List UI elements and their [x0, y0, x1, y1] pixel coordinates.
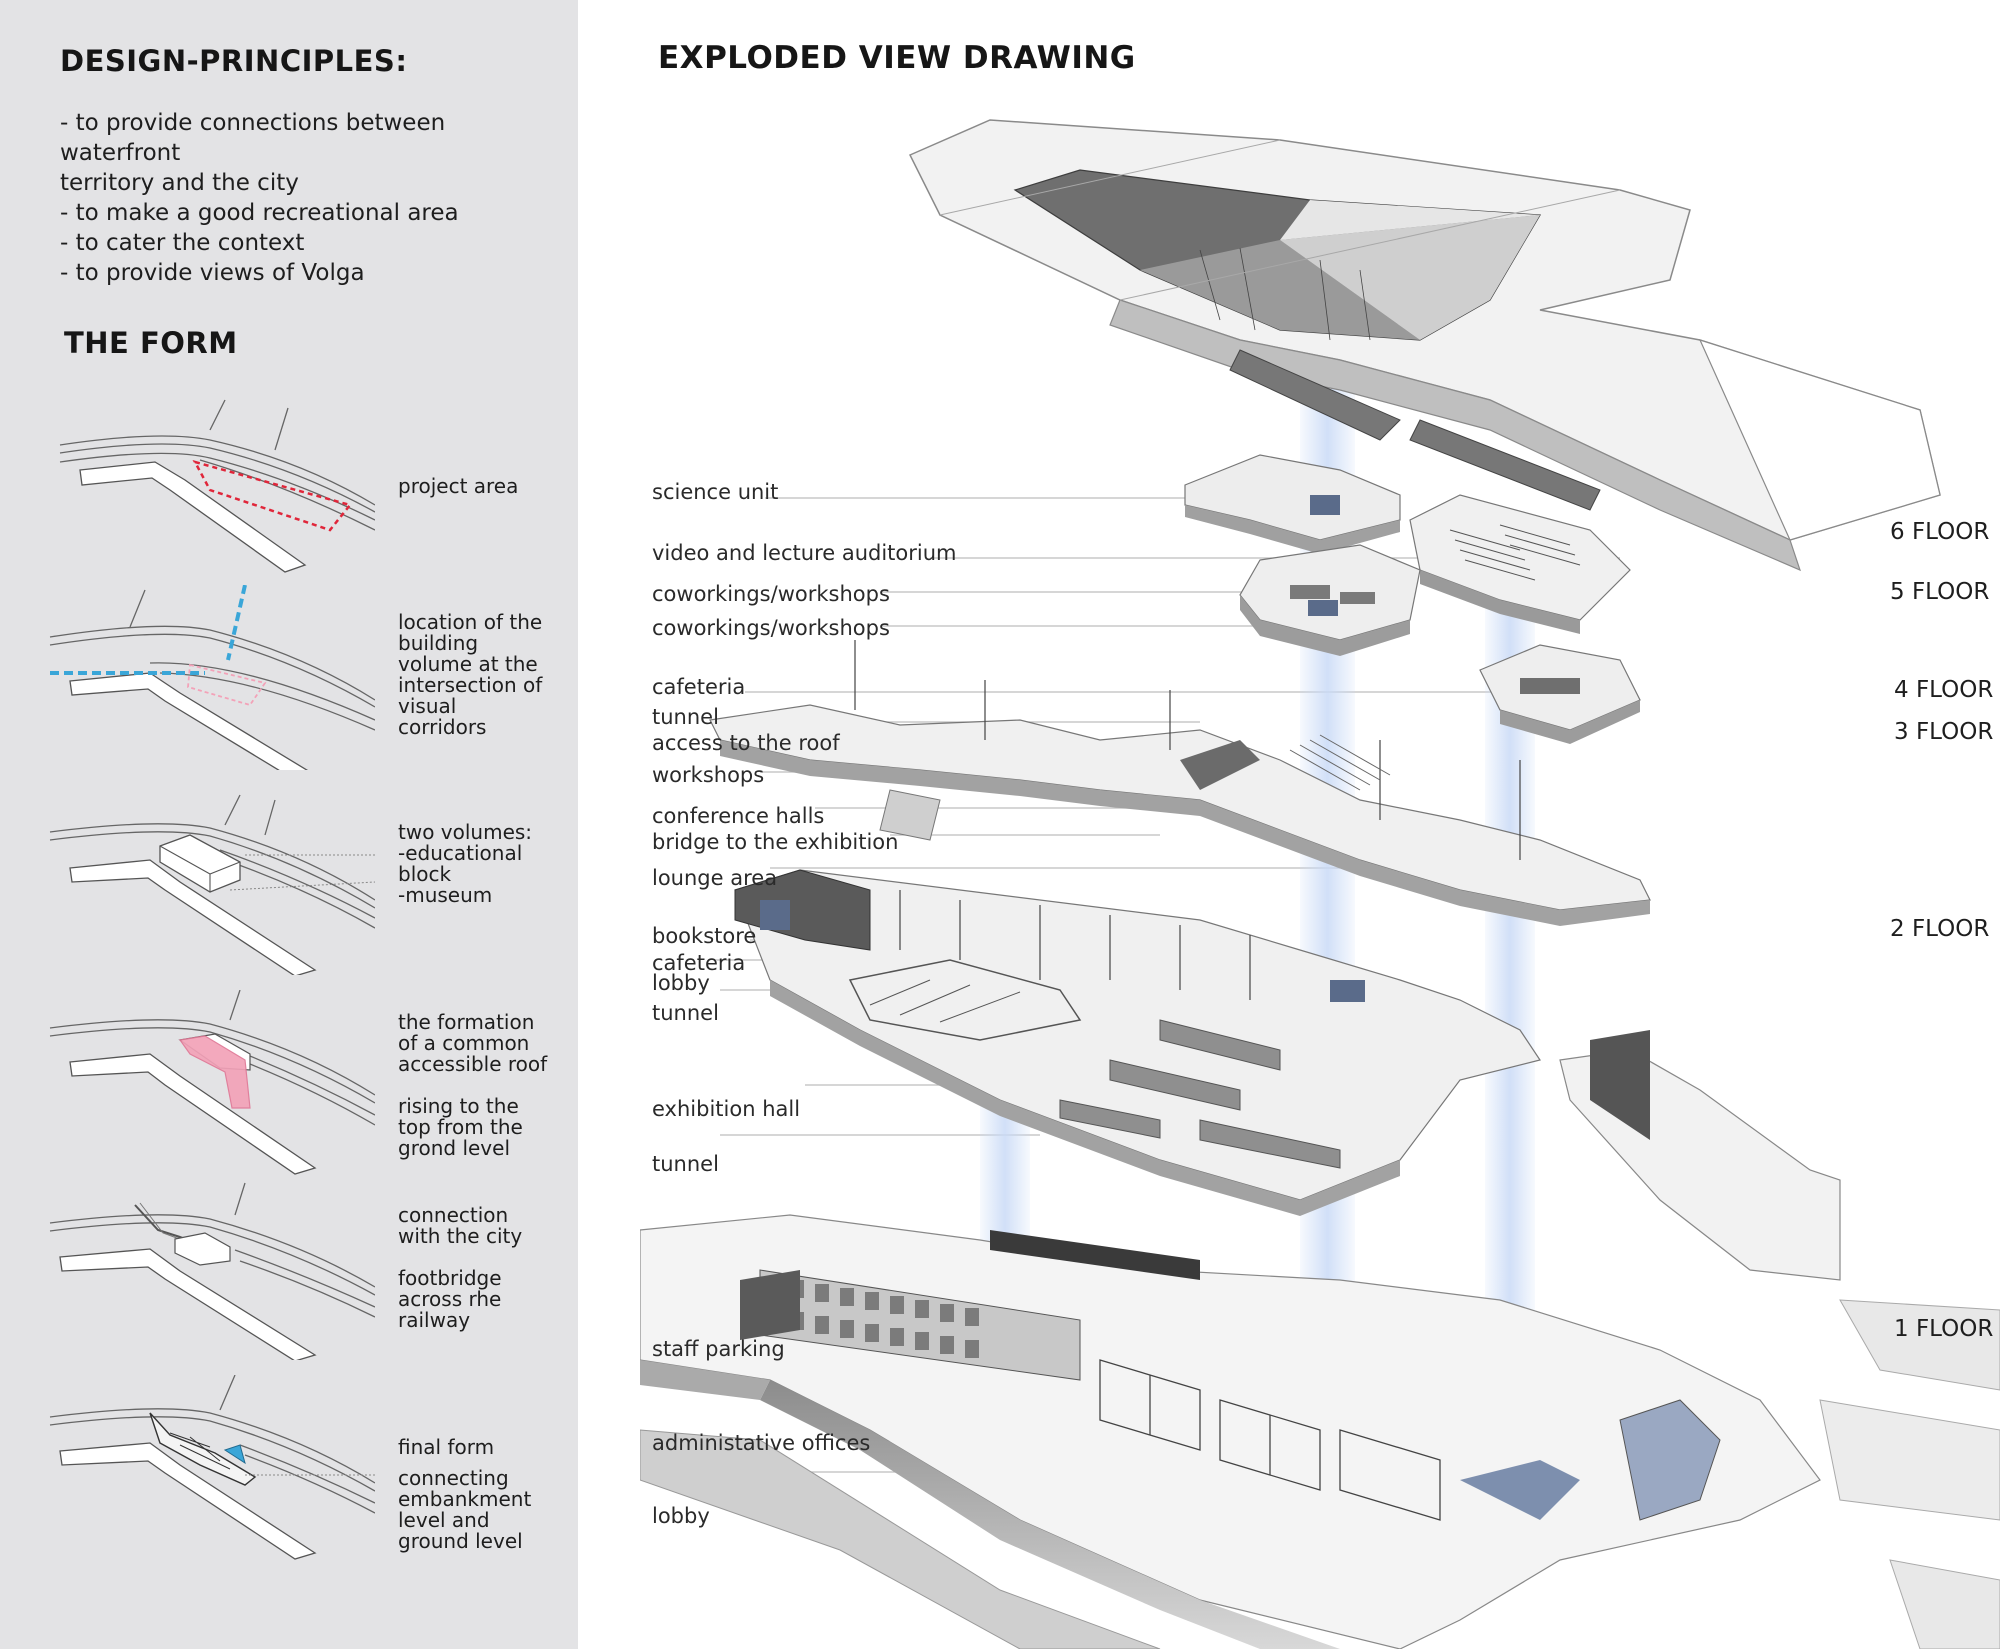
floor-6-slab — [1184, 454, 1631, 634]
callout-label: video and lecture auditorium — [652, 541, 957, 565]
callout-label: coworkings/workshops — [652, 616, 890, 640]
callout-label: workshops — [652, 763, 765, 787]
callout-label: staff parking — [652, 1337, 785, 1361]
diagram-visual-corridors — [49, 585, 375, 770]
step-text: project area — [398, 474, 519, 498]
step-text: embankment — [398, 1487, 532, 1511]
step-text: intersection of — [398, 673, 543, 697]
step-text: level and — [398, 1508, 490, 1532]
step-text: final form — [398, 1435, 495, 1459]
step-label-project-area: project area — [398, 476, 573, 497]
callout-label: lounge area — [652, 866, 778, 890]
diagram-final-form — [49, 1375, 375, 1560]
floor-4-slab — [1479, 644, 1641, 744]
callout-label: lobby — [652, 971, 710, 995]
step-text: rising to the — [398, 1094, 519, 1118]
floor-label-4: 4 FLOOR — [1894, 677, 1994, 703]
step-text: ground level — [398, 1529, 523, 1553]
floor-label-1: 1 FLOOR — [1894, 1316, 1994, 1342]
callout-label: access to the roof — [652, 731, 840, 755]
callout-label: cafeteria — [652, 675, 746, 699]
step-label-accessible-roof: the formation of a common accessible roo… — [398, 1012, 573, 1159]
diagram-project-area — [59, 399, 375, 573]
callout-label: exhibition hall — [652, 1097, 801, 1121]
step-text: footbridge — [398, 1266, 502, 1290]
step-text: connection — [398, 1203, 509, 1227]
step-text: grond level — [398, 1136, 511, 1160]
callout-label: conference halls — [652, 804, 825, 828]
diagram-two-volumes — [49, 794, 375, 975]
step-text: -educational — [398, 841, 523, 865]
step-text: top from the — [398, 1115, 523, 1139]
callout-label: lobby — [652, 1504, 710, 1528]
callout-label: coworkings/workshops — [652, 582, 890, 606]
form-heading: THE FORM — [64, 326, 238, 360]
step-label-visual-corridors: location of the building volume at the i… — [398, 612, 573, 738]
principle-line: - to provide views of Volga — [60, 260, 365, 286]
floor-label-6: 6 FLOOR — [1890, 519, 1990, 545]
floor-1-slab — [640, 1214, 2000, 1649]
step-text: visual — [398, 694, 457, 718]
callout-label: cafeteria — [652, 951, 746, 975]
callout-label: tunnel — [652, 1152, 719, 1176]
drawing-title: EXPLODED VIEW DRAWING — [658, 40, 1136, 76]
step-text: accessible roof — [398, 1052, 548, 1076]
diagram-accessible-roof — [49, 990, 375, 1175]
left-panel: DESIGN-PRINCIPLES: - to provide connecti… — [0, 0, 578, 1649]
step-text: -museum — [398, 883, 493, 907]
floor-label-2: 2 FLOOR — [1890, 916, 1990, 942]
bridge-structure — [1559, 1030, 1841, 1281]
principle-line: territory and the city — [60, 170, 299, 196]
step-text — [398, 1075, 573, 1096]
principle-line: - to cater the context — [60, 230, 305, 256]
step-text: volume at the — [398, 652, 538, 676]
step-text: building — [398, 631, 479, 655]
step-text: railway — [398, 1308, 471, 1332]
step-text — [398, 1247, 573, 1268]
step-text: two volumes: — [398, 820, 533, 844]
step-label-final-form: final form connecting embankment level a… — [398, 1437, 573, 1552]
step-text: location of the — [398, 610, 543, 634]
diagram-connection-city — [49, 1182, 375, 1360]
step-text: across rhe — [398, 1287, 502, 1311]
step-text: corridors — [398, 715, 487, 739]
step-text: with the city — [398, 1224, 523, 1248]
principle-line: - to provide connections between waterfr… — [60, 110, 446, 166]
callout-label: administative offices — [652, 1431, 871, 1455]
floor-label-3: 3 FLOOR — [1894, 719, 1994, 745]
floor-3-slab — [709, 640, 1651, 926]
callout-label: science unit — [652, 480, 779, 504]
step-text: block — [398, 862, 452, 886]
callout-label: bridge to the exhibition — [652, 830, 899, 854]
floor-label-5: 5 FLOOR — [1890, 579, 1990, 605]
floor-5-slab — [1239, 544, 1421, 656]
principles-heading: DESIGN-PRINCIPLES: — [60, 44, 408, 78]
step-text: the formation — [398, 1010, 535, 1034]
floor-2-slab — [734, 869, 1541, 1216]
roof-layer — [908, 119, 1941, 572]
principle-line: - to make a good recreational area — [60, 200, 459, 226]
step-label-connection-city: connection with the city footbridge acro… — [398, 1205, 573, 1331]
exploded-view-drawing — [640, 119, 2000, 1649]
callout-label: bookstore — [652, 924, 757, 948]
principles-list: - to provide connections between waterfr… — [60, 108, 570, 288]
step-text: of a common — [398, 1031, 530, 1055]
step-text: connecting — [398, 1466, 509, 1490]
callout-label: tunnel — [652, 705, 719, 729]
callout-label: tunnel — [652, 1001, 719, 1025]
step-label-two-volumes: two volumes: -educational block -museum — [398, 822, 573, 906]
